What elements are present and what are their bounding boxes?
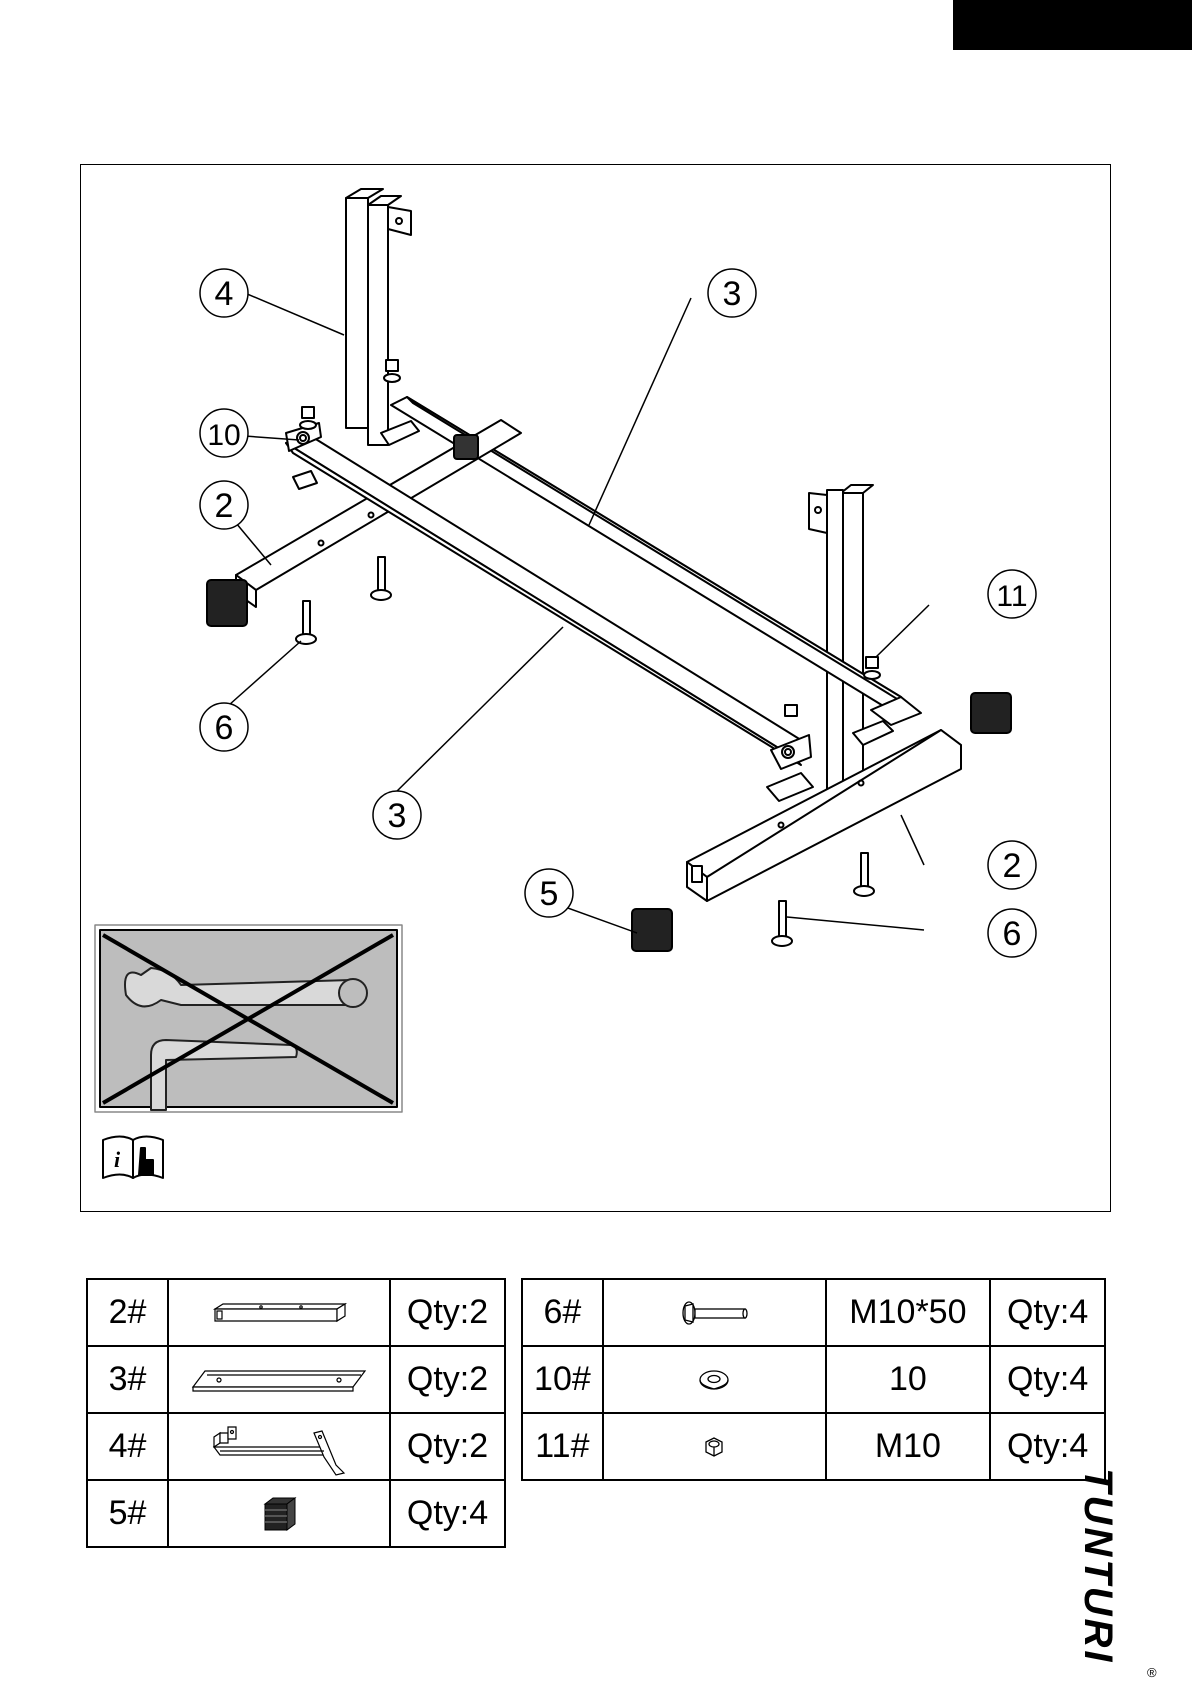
svg-text:5: 5	[540, 875, 559, 913]
part-image-cell	[168, 1413, 390, 1480]
upright-right	[809, 485, 873, 793]
base-tube-right	[687, 721, 961, 901]
square-tube-icon	[209, 1301, 349, 1325]
bolt-left-2	[371, 557, 391, 600]
brand-name: TUNTURI	[1075, 1468, 1120, 1665]
bolt-right-2	[772, 901, 792, 946]
part-number: 2#	[87, 1279, 168, 1346]
upright-frame-icon	[204, 1417, 354, 1477]
part-image-cell	[168, 1480, 390, 1547]
assembly-drawing: 4 3 10 2 11	[81, 165, 1112, 1213]
read-manual-icon: i	[103, 1137, 163, 1179]
callout-3-top: 3	[708, 269, 756, 317]
part-image-cell	[168, 1279, 390, 1346]
callout-2-right: 2	[988, 841, 1036, 889]
table-row: 6# M10*50 Qty:4	[522, 1279, 1105, 1346]
end-cap-left	[207, 580, 247, 626]
part-number: 6#	[522, 1279, 603, 1346]
svg-text:2: 2	[1003, 847, 1022, 885]
part-qty: Qty:4	[990, 1346, 1105, 1413]
part-number: 5#	[87, 1480, 168, 1547]
bolt-icon	[679, 1300, 749, 1326]
end-cap-bottom	[632, 909, 672, 951]
flat-bar-icon	[189, 1365, 369, 1395]
callout-3-bottom: 3	[373, 791, 421, 839]
table-row: 3# Qty:2	[87, 1346, 505, 1413]
part-qty: Qty:4	[390, 1480, 505, 1547]
no-tools-panel	[95, 925, 402, 1112]
svg-text:2: 2	[215, 487, 234, 525]
callout-2-left: 2	[200, 481, 248, 529]
table-row: 5# Qty:4	[87, 1480, 505, 1547]
callout-10: 10	[200, 409, 248, 457]
part-number: 4#	[87, 1413, 168, 1480]
callout-6-left: 6	[200, 703, 248, 751]
part-image-cell	[603, 1279, 826, 1346]
end-cap-icon	[259, 1494, 299, 1534]
table-row: 10# 10 Qty:4	[522, 1346, 1105, 1413]
parts-table-right: 6# M10*50 Qty:4 10# 10	[521, 1278, 1106, 1481]
svg-text:4: 4	[215, 275, 234, 313]
part-image-cell	[603, 1413, 826, 1480]
end-cap-right	[971, 693, 1011, 733]
svg-text:3: 3	[388, 797, 407, 835]
svg-text:3: 3	[723, 275, 742, 313]
part-number: 11#	[522, 1413, 603, 1480]
part-number: 3#	[87, 1346, 168, 1413]
table-row: 4# Qty:2	[87, 1413, 505, 1480]
svg-text:6: 6	[1003, 915, 1022, 953]
callout-6-right: 6	[988, 909, 1036, 957]
bolt-left-1	[296, 601, 316, 644]
bolt-right-1	[854, 853, 874, 896]
washer-icon	[697, 1368, 731, 1392]
callout-11: 11	[988, 570, 1036, 618]
callout-4: 4	[200, 269, 248, 317]
part-qty: Qty:2	[390, 1346, 505, 1413]
svg-text:11: 11	[996, 580, 1027, 613]
svg-text:i: i	[114, 1147, 121, 1172]
assembly-figure: 4 3 10 2 11	[80, 164, 1111, 1212]
part-qty: Qty:2	[390, 1279, 505, 1346]
svg-text:6: 6	[215, 709, 234, 747]
part-qty: Qty:4	[990, 1279, 1105, 1346]
registered-mark: ®	[1147, 1665, 1157, 1680]
table-row: 2# Qty:2	[87, 1279, 505, 1346]
part-qty: Qty:2	[390, 1413, 505, 1480]
parts-table-left: 2# Qty:2 3#	[86, 1278, 506, 1548]
brand-logo: TUNTURI	[1120, 1468, 1121, 1469]
part-image-cell	[168, 1346, 390, 1413]
svg-text:10: 10	[207, 419, 240, 452]
part-spec: M10*50	[826, 1279, 991, 1346]
part-spec: 10	[826, 1346, 991, 1413]
corner-tab	[953, 0, 1192, 50]
callout-5: 5	[525, 869, 573, 917]
nut-icon	[701, 1434, 727, 1460]
part-number: 10#	[522, 1346, 603, 1413]
table-row: 11# M10 Qty:4	[522, 1413, 1105, 1480]
part-image-cell	[603, 1346, 826, 1413]
end-cap-mid	[454, 435, 478, 459]
part-spec: M10	[826, 1413, 991, 1480]
